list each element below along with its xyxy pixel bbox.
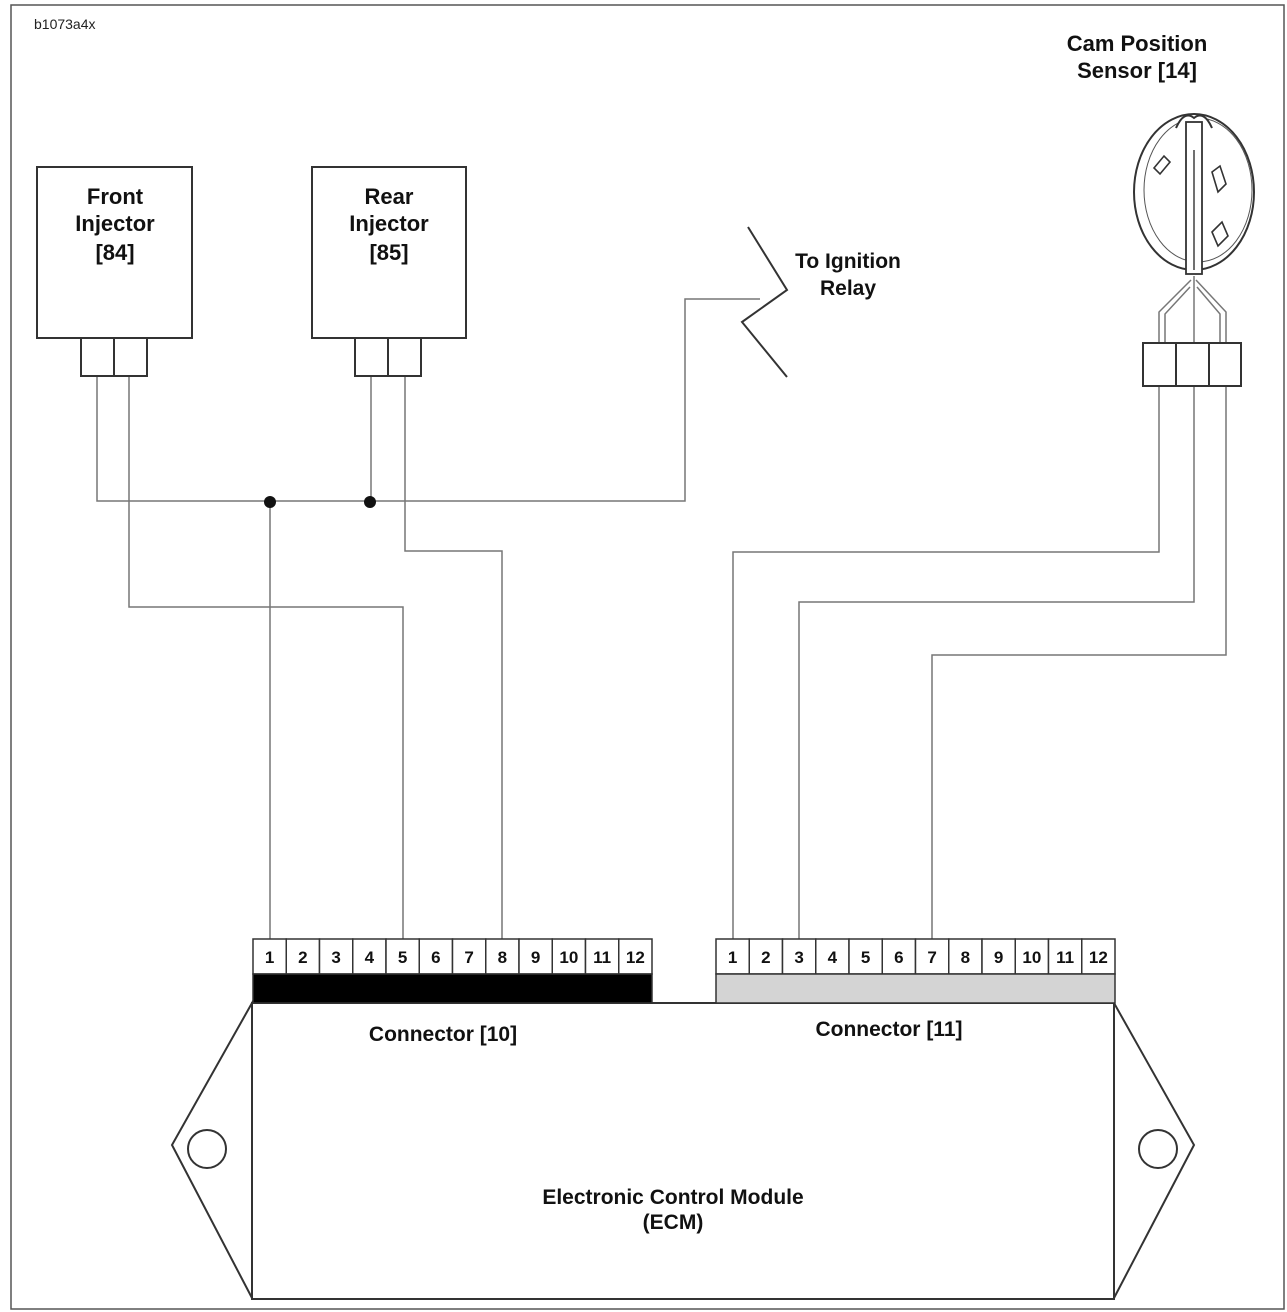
connector-pin-number: 12 xyxy=(1089,948,1108,967)
connector-pin-number: 6 xyxy=(894,948,903,967)
connector-pin-number: 1 xyxy=(265,948,274,967)
cam-sensor-slot xyxy=(1152,154,1172,176)
front-injector-plug-pin-b xyxy=(113,337,148,377)
cam-sensor-slot xyxy=(1211,164,1227,194)
rear-injector-label-1: Rear xyxy=(365,184,414,209)
connector-pin-number: 8 xyxy=(961,948,970,967)
cam-sensor-slot xyxy=(1211,220,1229,248)
connector-pin-cell xyxy=(781,938,817,975)
connector-pin-number: 2 xyxy=(298,948,307,967)
connector-10-label: Connector [10] xyxy=(369,1023,517,1046)
ecm-label-2: (ECM) xyxy=(643,1211,704,1234)
connector-pin-number: 9 xyxy=(531,948,540,967)
connector-pin-number: 6 xyxy=(431,948,440,967)
figure-id: b1073a4x xyxy=(34,16,96,32)
connector-pin-number: 1 xyxy=(728,948,737,967)
rear-injector-label-2: Injector xyxy=(349,211,429,236)
connector-pin-number: 11 xyxy=(1056,948,1074,967)
cam-lead-1b xyxy=(1164,286,1191,343)
wire-bus-to-ignition-relay xyxy=(96,298,760,502)
connector-11-label: Connector [11] xyxy=(815,1018,962,1041)
connector-pin-cell xyxy=(385,938,420,975)
cam-sensor-plug-pin-2 xyxy=(1175,342,1210,387)
cam-lead-1 xyxy=(1158,279,1192,343)
ecm-body xyxy=(251,1002,1115,1300)
cam-position-sensor: Cam Position Sensor [14] xyxy=(1067,31,1255,387)
connector-pin-number: 3 xyxy=(331,948,340,967)
rear-injector: Rear Injector [85] xyxy=(311,166,467,377)
cam-lead-3 xyxy=(1195,279,1227,343)
wire-front-injector-to-c10-pin5 xyxy=(128,375,404,939)
connector-pin-cell xyxy=(451,938,487,975)
connector-pin-number: 5 xyxy=(398,948,407,967)
ecm-mount-hole-right xyxy=(1138,1129,1178,1169)
connector-pin-number: 11 xyxy=(593,948,611,967)
connector-housing-strip xyxy=(252,973,653,1004)
connector-pin-cell xyxy=(1081,938,1116,975)
connector-pin-number: 10 xyxy=(559,948,578,967)
ignition-relay-ref: To Ignition Relay xyxy=(740,226,901,378)
connector-pin-number: 2 xyxy=(761,948,770,967)
connector-pin-number: 5 xyxy=(861,948,870,967)
wire-cam-sensor-to-c11-pin1 xyxy=(732,385,1160,939)
junction-dot xyxy=(364,496,376,508)
cam-sensor-plug-pin-1 xyxy=(1142,342,1177,387)
connector-pin-number: 10 xyxy=(1022,948,1041,967)
front-injector-label-3: [84] xyxy=(95,240,134,265)
rear-injector-plug-pin-a xyxy=(354,337,389,377)
connector-pin-cell xyxy=(715,938,750,975)
connector-pin-number: 12 xyxy=(626,948,645,967)
wire-cam-sensor-to-c11-pin7 xyxy=(931,385,1227,939)
cam-lead-3b xyxy=(1196,286,1221,343)
connector-pin-number: 8 xyxy=(498,948,507,967)
connector-pin-number: 9 xyxy=(994,948,1003,967)
rear-injector-plug-pin-b xyxy=(387,337,422,377)
wire-cam-sensor-to-c11-pin3 xyxy=(798,385,1195,939)
cam-sensor-label-1: Cam Position xyxy=(1067,31,1208,56)
connector-pin-cell xyxy=(285,938,321,975)
wire-rear-injector-to-c10-pin8 xyxy=(404,375,503,939)
wire-break-symbol xyxy=(740,226,789,378)
front-injector-plug-pin-a xyxy=(80,337,115,377)
connector-pin-number: 7 xyxy=(464,948,473,967)
ignition-relay-label-1: To Ignition xyxy=(795,250,901,273)
connector-pin-cell xyxy=(914,938,950,975)
connector-pin-cell xyxy=(748,938,784,975)
connector-pin-cell xyxy=(252,938,287,975)
connector-housing-strip xyxy=(715,973,1116,1004)
cam-sensor-label-2: Sensor [14] xyxy=(1077,58,1197,83)
connector-pin-number: 3 xyxy=(794,948,803,967)
ecm-mount-hole-left xyxy=(187,1129,227,1169)
connector-pin-number: 7 xyxy=(927,948,936,967)
connector-pin-cell xyxy=(1014,938,1050,975)
ecm-label-1: Electronic Control Module xyxy=(542,1186,803,1209)
connector-pin-number: 4 xyxy=(365,948,375,967)
front-injector: Front Injector [84] xyxy=(36,166,193,377)
front-injector-label-1: Front xyxy=(87,184,144,209)
wires xyxy=(96,276,1227,939)
cam-sensor-plug-pin-3 xyxy=(1208,342,1242,387)
front-injector-label-2: Injector xyxy=(75,211,155,236)
connector-pin-cell xyxy=(948,938,983,975)
junction-dot xyxy=(264,496,276,508)
rear-injector-label-3: [85] xyxy=(369,240,408,265)
connector-pin-number: 4 xyxy=(828,948,838,967)
ecm: Electronic Control Module (ECM) Connecto… xyxy=(170,999,1196,1300)
ignition-relay-label-2: Relay xyxy=(820,277,876,300)
